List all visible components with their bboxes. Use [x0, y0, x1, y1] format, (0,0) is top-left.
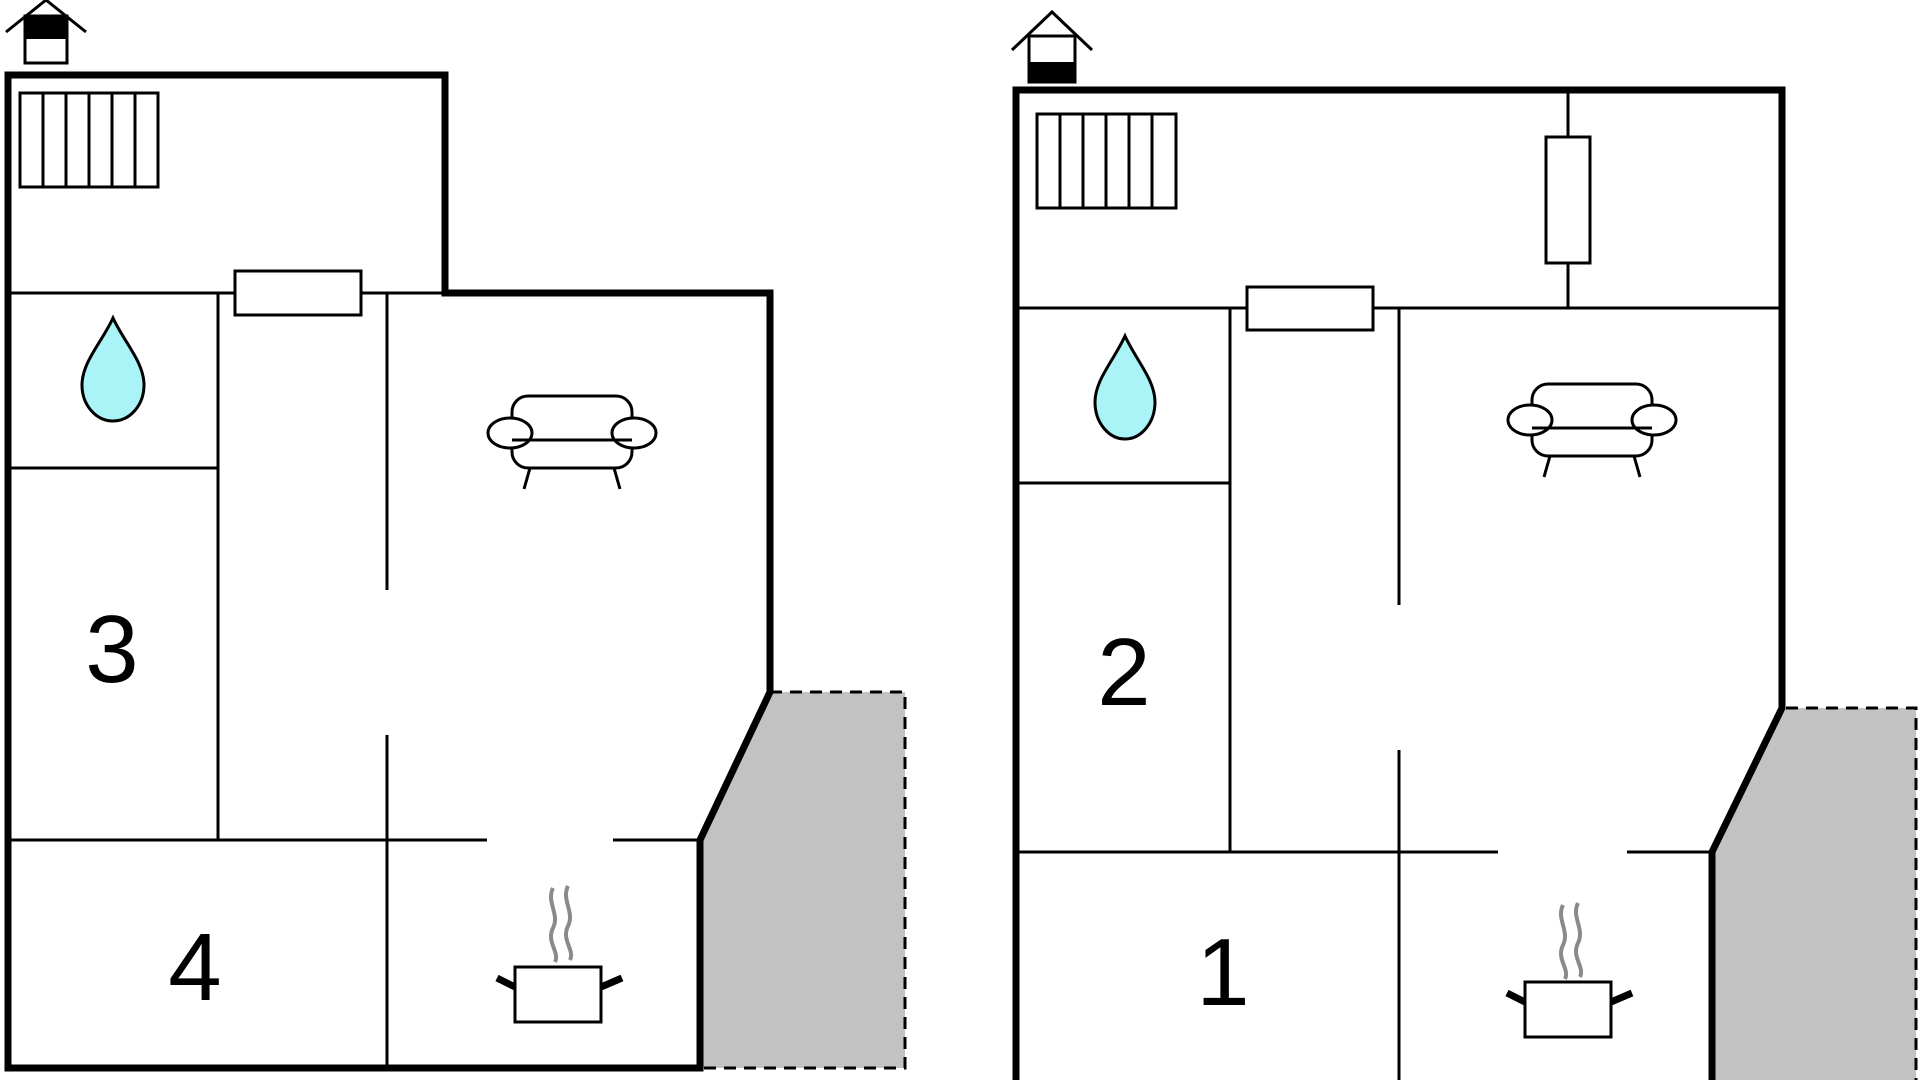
door-icon [1245, 285, 1375, 332]
room-number-label: 1 [1196, 919, 1249, 1026]
outer-wall-right [1012, 86, 1786, 1080]
outer-wall-left [4, 71, 774, 1072]
cooking-pot-icon [495, 885, 624, 1024]
room-number-label: 3 [85, 596, 138, 703]
radiator-icon [18, 91, 160, 189]
room-number-label: 2 [1097, 619, 1150, 726]
cooking-pot-icon [1505, 902, 1634, 1039]
terrace-right [1712, 708, 1916, 1080]
house-icon [5, 0, 87, 65]
room-number-label: 4 [168, 914, 221, 1021]
door-icon [233, 269, 363, 317]
floor-plan-right: 2 1 [1010, 9, 1918, 1080]
heater-icon [1544, 135, 1592, 265]
water-drop-icon [1093, 332, 1157, 441]
terrace-left-boundary [700, 690, 907, 1070]
terrace-right-boundary [1786, 706, 1918, 1080]
water-drop-icon [80, 314, 146, 423]
floor-plan-left: 3 4 [4, 0, 907, 1072]
sofa-icon [486, 394, 658, 490]
terrace-left [700, 692, 905, 1068]
radiator-icon [1035, 112, 1178, 210]
sofa-icon [1506, 382, 1678, 478]
house-icon [1010, 9, 1094, 84]
